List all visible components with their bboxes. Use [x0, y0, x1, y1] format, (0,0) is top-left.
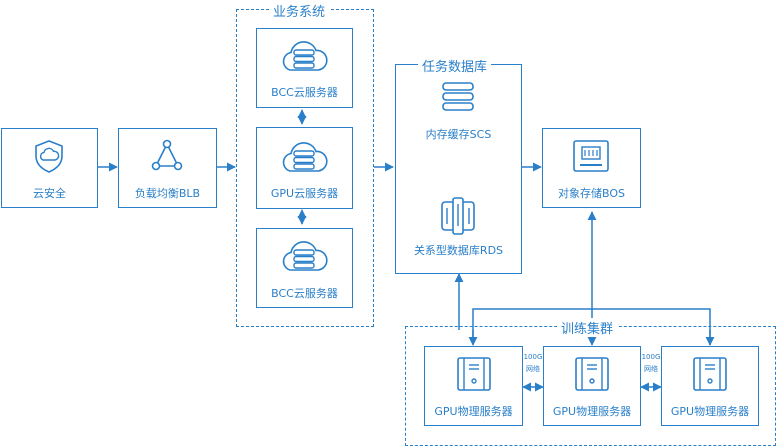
storage-card-icon [573, 140, 609, 172]
network-label-2: 网络 [644, 365, 658, 373]
training-cluster-title: 训练集群 [557, 318, 618, 337]
physical-server-icon [575, 357, 609, 391]
gpu-physical-server-label-3: GPU物理服务器 [670, 405, 750, 418]
cloud-server-icon [282, 142, 328, 172]
gpu-physical-server-node-2[interactable] [543, 346, 641, 426]
memory-stack-icon [442, 82, 474, 111]
bcc-server-label-top: BCC云服务器 [271, 86, 338, 99]
bos-label: 对象存储BOS [558, 187, 625, 200]
network-label-1: 网络 [526, 365, 540, 373]
cloud-shield-icon [35, 140, 63, 173]
physical-server-icon [693, 357, 727, 391]
cloud-server-icon [282, 241, 328, 271]
database-cylinder-icon [441, 197, 475, 235]
gpu-physical-server-node-3[interactable] [661, 346, 759, 426]
cloud-server-icon [282, 41, 328, 71]
gpu-physical-server-node-1[interactable] [424, 346, 523, 426]
gpu-physical-server-label-1: GPU物理服务器 [434, 405, 513, 418]
bcc-server-label-bottom: BCC云服务器 [271, 287, 338, 300]
rds-label[interactable]: 关系型数据库RDS [413, 244, 504, 257]
blb-label: 负载均衡BLB [134, 187, 201, 200]
scs-label[interactable]: 内存缓存SCS [425, 128, 492, 141]
gpu-physical-server-label-2: GPU物理服务器 [552, 405, 632, 418]
cloud-security-label: 云安全 [33, 187, 66, 200]
triangle-nodes-icon [151, 139, 183, 171]
network-speed-label-2: 100G [641, 353, 661, 361]
task-database-group [395, 64, 522, 274]
business-system-title: 业务系统 [269, 1, 330, 20]
physical-server-icon [457, 357, 491, 391]
network-speed-label-1: 100G [523, 353, 543, 361]
gpu-cloud-server-label: GPU云服务器 [270, 187, 339, 200]
gpu-cloud-server-node[interactable] [256, 127, 353, 209]
task-database-title: 任务数据库 [418, 56, 492, 75]
